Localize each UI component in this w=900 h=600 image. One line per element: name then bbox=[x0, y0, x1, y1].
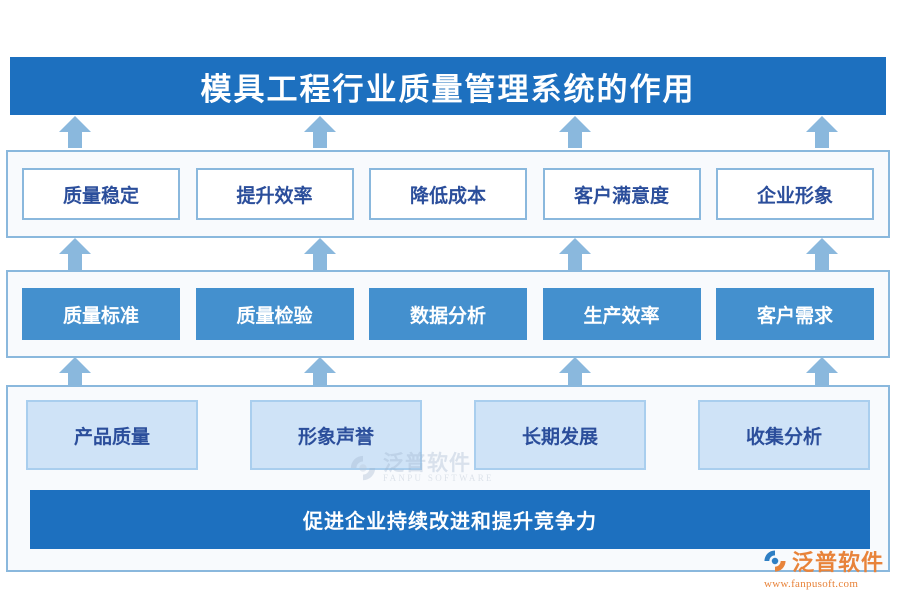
arrow-row-title bbox=[0, 114, 900, 148]
outcome-node-1[interactable]: 产品质量 bbox=[26, 400, 198, 470]
capability-node-5[interactable]: 客户需求 bbox=[716, 288, 874, 340]
benefits-panel: 质量稳定 提升效率 降低成本 客户满意度 企业形象 bbox=[6, 150, 890, 238]
brand-logo: 泛普软件 www.fanpusoft.com bbox=[762, 545, 884, 590]
benefit-node-5[interactable]: 企业形象 bbox=[716, 168, 874, 220]
page-title: 模具工程行业质量管理系统的作用 bbox=[200, 71, 696, 107]
arrow-up-icon bbox=[59, 357, 91, 389]
benefit-node-1[interactable]: 质量稳定 bbox=[22, 168, 180, 220]
arrow-up-icon bbox=[304, 238, 336, 270]
brand-logo-url: www.fanpusoft.com bbox=[764, 578, 859, 590]
capability-node-1[interactable]: 质量标准 bbox=[22, 288, 180, 340]
arrow-up-icon bbox=[304, 116, 336, 148]
arrow-up-icon bbox=[559, 238, 591, 270]
benefit-node-4[interactable]: 客户满意度 bbox=[542, 168, 701, 220]
arrow-up-icon bbox=[559, 116, 591, 148]
benefit-node-3[interactable]: 降低成本 bbox=[369, 168, 527, 220]
outcome-node-4[interactable]: 收集分析 bbox=[698, 400, 870, 470]
capability-node-2[interactable]: 质量检验 bbox=[195, 288, 354, 340]
outcomes-panel: 产品质量 形象声誉 长期发展 收集分析 促进企业持续改进和提升竞争力 bbox=[6, 385, 890, 572]
arrow-up-icon bbox=[559, 357, 591, 389]
capabilities-panel: 质量标准 质量检验 数据分析 生产效率 客户需求 bbox=[6, 270, 890, 358]
arrow-up-icon bbox=[806, 357, 838, 389]
summary-banner-text: 促进企业持续改进和提升竞争力 bbox=[303, 511, 597, 533]
outcomes-box-row: 产品质量 形象声誉 长期发展 收集分析 bbox=[8, 387, 888, 483]
outcome-node-3[interactable]: 长期发展 bbox=[474, 400, 646, 470]
summary-banner: 促进企业持续改进和提升竞争力 bbox=[30, 490, 870, 549]
arrow-row-capabilities bbox=[0, 355, 900, 389]
capabilities-box-row: 质量标准 质量检验 数据分析 生产效率 客户需求 bbox=[8, 272, 888, 356]
outcome-node-2[interactable]: 形象声誉 bbox=[250, 400, 422, 470]
arrow-up-icon bbox=[806, 116, 838, 148]
arrow-up-icon bbox=[304, 357, 336, 389]
brand-logo-cn: 泛普软件 bbox=[792, 550, 885, 575]
brand-logo-row: 泛普软件 bbox=[762, 545, 884, 577]
fanpu-logo-icon bbox=[764, 550, 786, 572]
benefit-node-2[interactable]: 提升效率 bbox=[195, 168, 354, 220]
arrow-row-benefits bbox=[0, 236, 900, 270]
capability-node-4[interactable]: 生产效率 bbox=[542, 288, 701, 340]
arrow-up-icon bbox=[59, 238, 91, 270]
arrow-up-icon bbox=[59, 116, 91, 148]
benefits-box-row: 质量稳定 提升效率 降低成本 客户满意度 企业形象 bbox=[8, 152, 888, 236]
diagram-title-bar: 模具工程行业质量管理系统的作用 bbox=[10, 57, 886, 115]
arrow-up-icon bbox=[806, 238, 838, 270]
capability-node-3[interactable]: 数据分析 bbox=[369, 288, 527, 340]
